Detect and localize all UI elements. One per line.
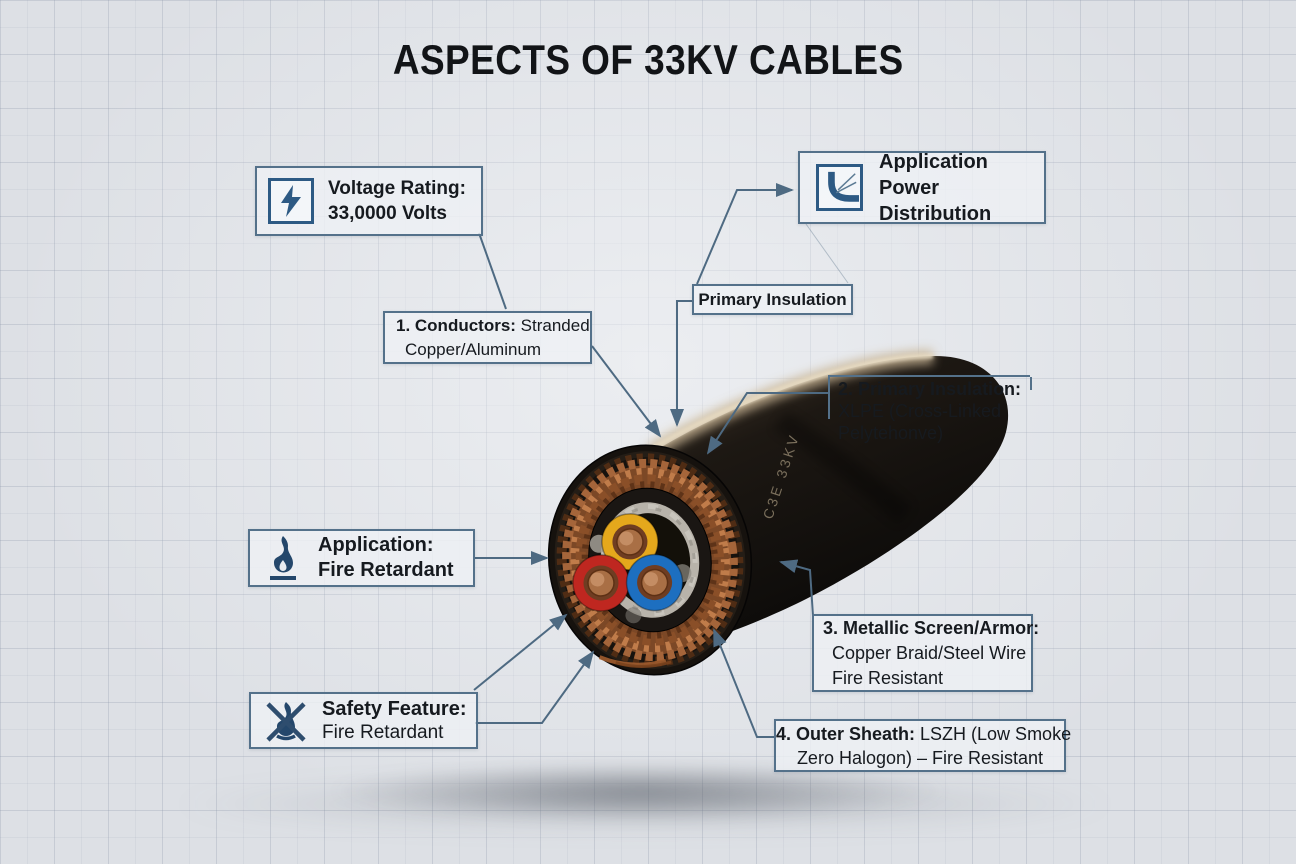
primary-insulation-box: 2. Primary Insulation: XLPE (Cross-Linke… (838, 378, 1098, 444)
line-primary-tag-to-apppower (696, 183, 794, 285)
cable-cross-section (547, 444, 753, 676)
voltage-value: 33,0000 Volts (328, 203, 448, 224)
primary-insulation-frame (828, 375, 1032, 419)
application-power-box: Application Power Distribution (798, 150, 1046, 225)
insulation-line2: XLPE (Cross-Linked Pelytehonve) (838, 401, 1002, 443)
line-sheath-to-cable (713, 628, 774, 738)
application-fire-title: Application: (318, 534, 434, 556)
metallic-screen-box: 3. Metallic Screen/Armor: Copper Braid/S… (812, 614, 1039, 692)
page-title: ASPECTS OF 33KV CABLES (392, 36, 904, 83)
flame-icon (264, 534, 302, 582)
line-conductors-to-cable (591, 345, 662, 438)
line-screen-to-cable (779, 559, 814, 617)
cable-illustration: C3E 33KV (547, 349, 1009, 676)
screen-line3: Fire Resistant (832, 667, 944, 688)
lightning-bolt-icon (268, 178, 314, 224)
safety-value: Fire Retardant (322, 721, 444, 743)
conductor-yellow (601, 513, 659, 571)
safety-feature-box: Safety Feature: Fire Retardant (249, 692, 478, 749)
conductors-box: 1. Conductors: Stranded Copper/Aluminum (383, 311, 592, 364)
application-fire-value: Fire Retardant (318, 559, 454, 581)
primary-insulation-tag: Primary Insulation (692, 284, 853, 315)
application-fire-box: Application: Fire Retardant (248, 529, 475, 587)
safety-title: Safety Feature: (322, 697, 467, 720)
outer-sheath-box: 4. Outer Sheath: LSZH (Low Smoke Zero Ha… (774, 719, 1071, 772)
line-primary-tag-to-cable (670, 300, 692, 427)
application-power-title: Application (879, 150, 988, 173)
bend-radius-icon (816, 164, 863, 211)
conductor-red (572, 554, 630, 612)
sheath-line2: Zero Halogon) – Fire Resistant (796, 747, 1044, 768)
insulation-label: 2. Primary Insulation: (838, 379, 1022, 399)
screen-line2: Copper Braid/Steel Wire (832, 642, 1027, 663)
sheath-label: 4. Outer Sheath: (776, 723, 916, 744)
line-safety-to-cable-lower (475, 650, 595, 724)
screen-label: 3. Metallic Screen/Armor: (823, 617, 1040, 638)
voltage-title: Voltage Rating: (328, 178, 466, 199)
voltage-rating-box: Voltage Rating: 33,0000 Volts (255, 166, 483, 236)
line-apppower-to-primary-tag (805, 223, 849, 284)
conductors-line2: Copper/Aluminum (405, 339, 542, 359)
line-voltage-to-conductors (478, 232, 507, 310)
line-insulation-to-cable (706, 392, 830, 455)
application-power-value: Power Distribution (879, 176, 992, 225)
conductors-label: 1. Conductors: (396, 315, 516, 335)
line-safety-to-cable-upper (473, 613, 568, 691)
no-fire-icon (264, 698, 308, 744)
conductor-blue (625, 553, 684, 612)
